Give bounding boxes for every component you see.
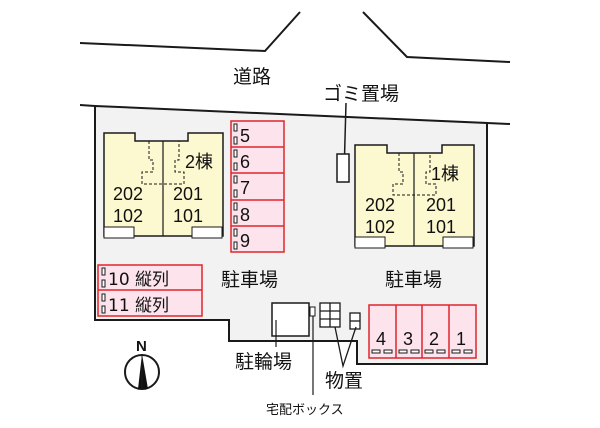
unit-201-b1: 201: [426, 195, 456, 215]
parking-space-11: 11 縦列: [108, 296, 169, 316]
road-label: 道路: [233, 66, 271, 88]
unit-202-b1: 202: [365, 195, 395, 215]
road-edge-upper: [79, 11, 511, 63]
parking-label-right: 駐車場: [385, 269, 442, 291]
storage-shed-large: [319, 302, 341, 328]
unit-201: 201: [173, 184, 203, 204]
building-1: 1棟 202 201 102 101: [354, 144, 475, 249]
unit-202: 202: [113, 184, 143, 204]
north-arrow-icon: N: [124, 338, 160, 390]
bicycle-parking: [271, 302, 310, 337]
parking-space-1: 1: [456, 329, 466, 349]
building-2-name: 2棟: [185, 152, 213, 172]
parking-tandem-10-11: 10 縦列 11 縦列: [97, 264, 203, 317]
delivery-box-label: 宅配ボックス: [266, 403, 344, 418]
parking-space-2: 2: [429, 329, 439, 349]
garbage-area-label: ゴミ置場: [323, 83, 399, 105]
parking-space-7: 7: [240, 178, 250, 198]
unit-101-b1: 101: [426, 217, 456, 237]
building-2: 2棟 202 201 102 101: [103, 132, 224, 239]
storage-label: 物置: [325, 370, 363, 392]
north-label: N: [136, 338, 147, 355]
parking-label-center: 駐車場: [221, 269, 278, 291]
parking-row-1-4: 4 3 2 1: [368, 304, 477, 359]
garbage-area: [336, 153, 350, 183]
parking-space-5: 5: [240, 126, 250, 146]
parking-space-6: 6: [240, 152, 250, 172]
parking-space-10: 10 縦列: [108, 270, 169, 290]
parking-space-8: 8: [240, 205, 250, 225]
parking-space-9: 9: [240, 231, 250, 251]
parking-space-4: 4: [376, 329, 386, 349]
storage-shed-small: [349, 312, 361, 330]
delivery-box: [309, 306, 316, 317]
unit-102: 102: [113, 206, 143, 226]
parking-space-3: 3: [403, 329, 413, 349]
unit-102-b1: 102: [365, 217, 395, 237]
building-1-name: 1棟: [431, 164, 459, 184]
unit-101: 101: [173, 206, 203, 226]
bicycle-parking-label: 駐輪場: [235, 351, 292, 373]
parking-column-5-9: 5 6 7 8 9: [230, 120, 285, 253]
